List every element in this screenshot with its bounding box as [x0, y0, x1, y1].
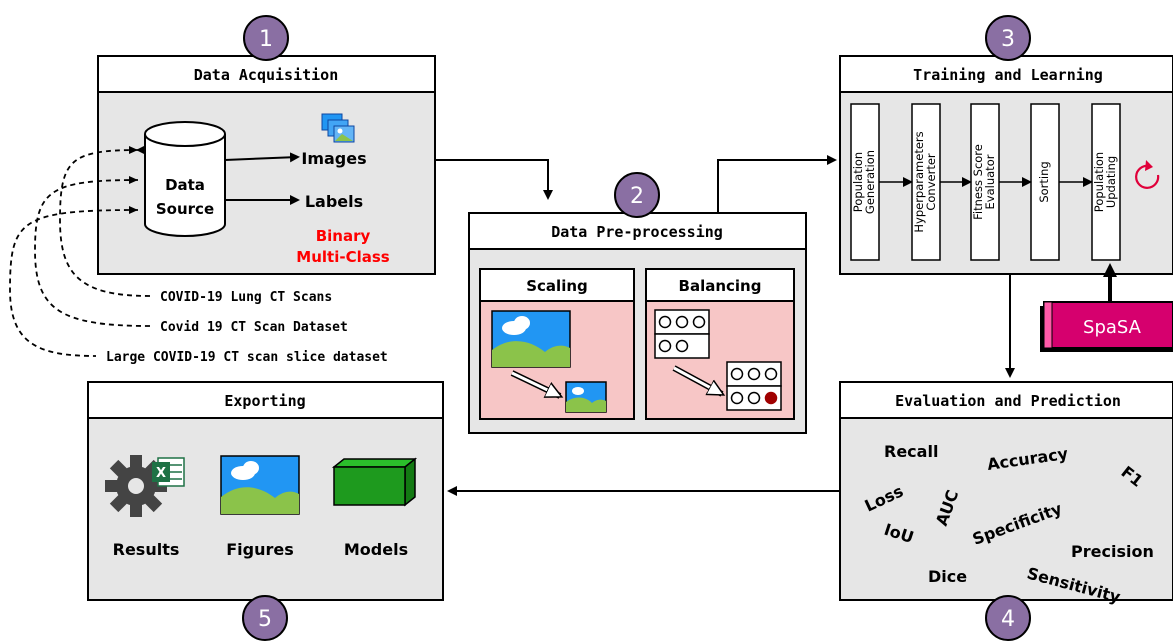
svg-text:X: X: [156, 466, 166, 481]
svg-text:3: 3: [1001, 27, 1015, 52]
training-panel: Training and Learning Population Generat…: [839, 55, 1173, 275]
dataset-1: COVID-19 Lung CT Scans: [160, 290, 332, 305]
balancing-label: Balancing: [679, 277, 762, 295]
data-acquisition-panel: Data Acquisition Data Source Images Labe…: [97, 55, 436, 275]
refresh-icon: [1135, 160, 1160, 189]
scaling-label: Scaling: [526, 277, 588, 295]
evaluation-title: Evaluation and Prediction: [895, 392, 1121, 410]
step-badge-1: 1: [243, 15, 289, 61]
imbalanced-set-icon: [654, 309, 710, 359]
image-stack-icon: [321, 113, 355, 143]
gear-excel-icon: X: [105, 455, 185, 517]
svg-text:Sorting: Sorting: [1037, 161, 1051, 202]
svg-text:Updating: Updating: [1104, 156, 1118, 208]
large-picture-icon: [491, 310, 571, 368]
figures-label: Figures: [226, 540, 294, 559]
arrow-pre-to-train: [717, 155, 837, 213]
step-badge-2: 2: [614, 172, 660, 218]
step-population-updating: [1091, 103, 1121, 261]
results-label: Results: [113, 540, 180, 559]
metric-recall: Recall: [884, 442, 938, 461]
data-source-label-1: Data: [165, 176, 205, 194]
arrow-to-images: [224, 152, 300, 163]
data-source-label-2: Source: [156, 200, 214, 218]
multiclass-label: Multi-Class: [296, 248, 389, 266]
exporting-title: Exporting: [224, 392, 305, 410]
step-badge-3: 3: [985, 15, 1031, 61]
metric-dice: Dice: [928, 567, 967, 586]
acquisition-title: Data Acquisition: [194, 66, 339, 84]
balanced-set-icon: [726, 361, 782, 411]
svg-text:4: 4: [1001, 607, 1015, 632]
svg-text:Population: Population: [1092, 152, 1106, 212]
arrow-acq-to-pre: [435, 159, 553, 200]
images-label: Images: [301, 149, 366, 168]
labels-label: Labels: [305, 192, 363, 211]
step-sorting: [1030, 103, 1060, 261]
spasa-label: SpaSA: [1083, 317, 1142, 338]
training-title: Training and Learning: [913, 66, 1103, 84]
small-picture-icon: [565, 381, 607, 413]
step-population-generation: [850, 103, 880, 261]
exporting-panel: Exporting X Results: [87, 381, 444, 601]
green-cube-icon: [331, 457, 418, 507]
svg-text:5: 5: [258, 607, 272, 632]
evaluation-panel: Evaluation and Prediction Recall Accurac…: [839, 381, 1173, 607]
picture-icon: [220, 455, 300, 515]
balance-arrow: [673, 366, 722, 394]
dataset-links: [9, 144, 151, 357]
svg-text:2: 2: [630, 184, 644, 209]
binary-label: Binary: [316, 227, 371, 245]
step-badge-4: 4: [985, 595, 1031, 641]
svg-text:Population: Population: [851, 152, 865, 212]
models-label: Models: [344, 540, 408, 559]
svg-text:Evaluator: Evaluator: [983, 154, 997, 209]
svg-text:Converter: Converter: [924, 153, 938, 211]
preprocessing-panel: Data Pre-processing Scaling Balancing: [468, 212, 807, 434]
spasa-box: SpaSA: [1040, 301, 1173, 352]
svg-text:1: 1: [259, 27, 273, 52]
scale-arrow: [511, 371, 560, 396]
svg-text:Hyperparameters: Hyperparameters: [912, 131, 926, 232]
dataset-3: Large COVID-19 CT scan slice dataset: [106, 350, 388, 365]
database-icon: [144, 121, 226, 237]
step-badge-5: 5: [242, 595, 288, 641]
preprocessing-title: Data Pre-processing: [551, 223, 723, 241]
svg-text:Generation: Generation: [863, 150, 877, 214]
svg-text:Fitness Score: Fitness Score: [971, 144, 985, 220]
dataset-2: Covid 19 CT Scan Dataset: [160, 320, 348, 335]
metric-precision: Precision: [1071, 542, 1154, 561]
